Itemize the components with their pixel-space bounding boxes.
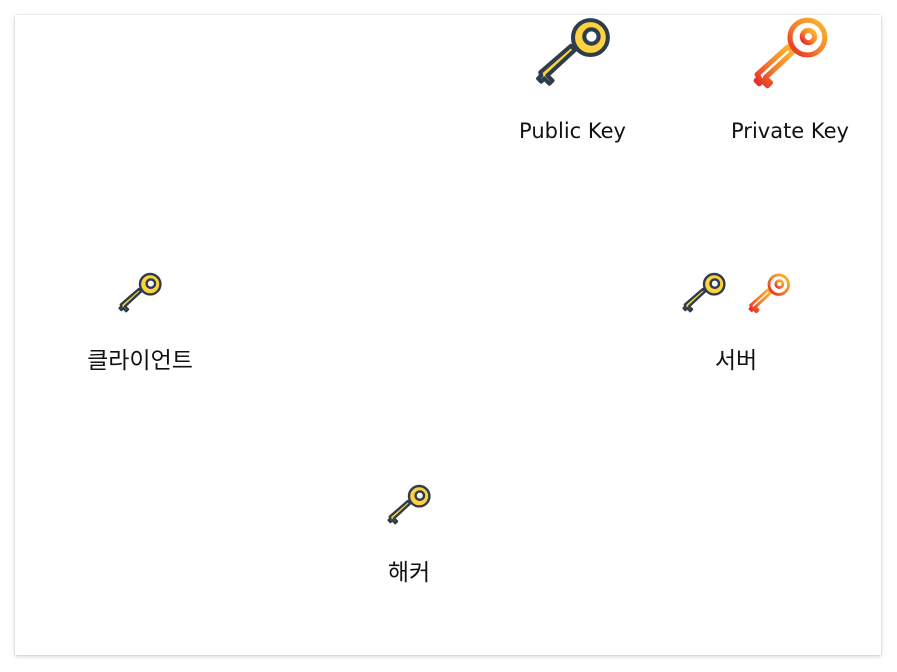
public-key-icon: [532, 15, 614, 97]
legend-public-key-label: Public Key: [519, 119, 626, 143]
public-key-icon: [385, 483, 433, 531]
hacker-node: 해커: [349, 483, 469, 587]
private-key-icon: [749, 15, 831, 97]
client-label: 클라이언트: [87, 348, 193, 374]
server-node: 서버: [666, 271, 806, 375]
diagram-canvas: Public Key Private Key 클라이언트 서버 해커: [15, 15, 881, 655]
public-key-icon: [116, 271, 164, 319]
legend-private-key: Private Key: [715, 15, 865, 143]
public-key-icon: [680, 271, 728, 319]
private-key-icon: [746, 272, 792, 318]
client-node: 클라이언트: [70, 271, 210, 375]
server-label: 서버: [714, 348, 758, 374]
legend-public-key: Public Key: [500, 15, 645, 143]
hacker-label: 해커: [387, 560, 431, 586]
legend-private-key-label: Private Key: [731, 119, 849, 143]
